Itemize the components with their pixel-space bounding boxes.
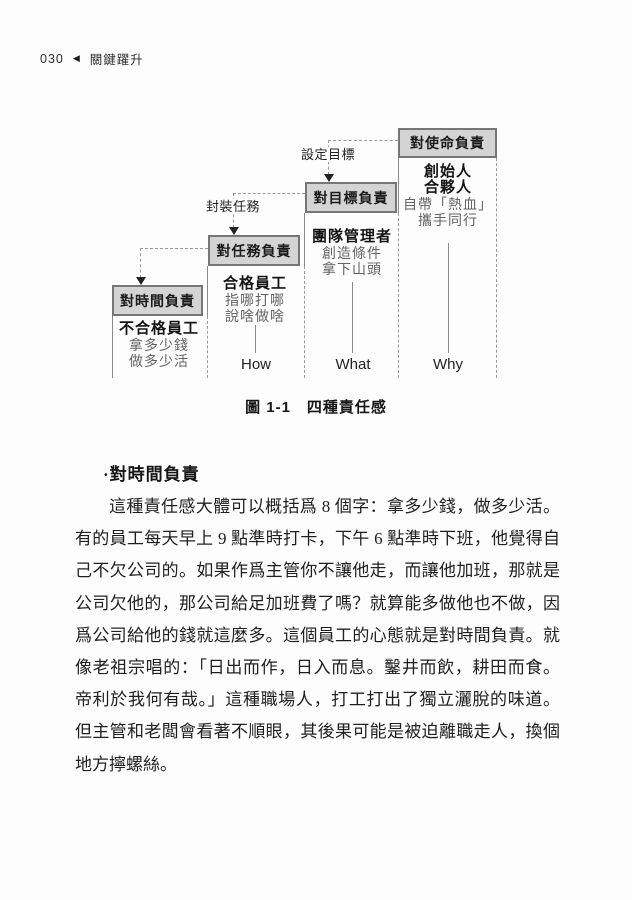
page-number: 030 — [40, 51, 64, 66]
role-block-time: 不合格員工 拿多少錢 做多少活 — [113, 320, 205, 370]
book-title: 關鍵躍升 — [89, 53, 144, 67]
riser-column4 — [398, 158, 399, 213]
role-line: 自帶「熱血」 — [403, 196, 493, 212]
paragraph: 這種責任感大體可以概括爲 8 個字：拿多少錢，做多少活。 有的員工每天早上 9 … — [75, 491, 560, 781]
axis-label-how: How — [240, 356, 271, 373]
paragraph-line: 帝利於我何有哉。」這種職場人，打工打出了獨立灑脫的味道。 — [75, 690, 560, 710]
axis-line-what — [352, 282, 353, 353]
paragraph-line: 地方擰螺絲。 — [75, 754, 177, 774]
figure-caption-label: 圖 1-1 — [245, 399, 291, 416]
step-box-task: 對任務負責 — [208, 235, 300, 266]
step-box-time: 對時間負責 — [112, 285, 203, 316]
left-triangle-icon: ◀ — [72, 53, 81, 63]
arrow-down-icon — [324, 174, 334, 182]
connector-task-to-time-h — [140, 248, 208, 249]
step-box-goal: 對目標負責 — [305, 182, 397, 213]
axis-label-why: Why — [433, 356, 463, 373]
axis-line-how — [255, 325, 256, 353]
riser-column1 — [112, 316, 113, 378]
role-line: 創造條件 — [322, 245, 382, 261]
figure-caption-title: 四種責任感 — [306, 399, 387, 416]
role-line: 拿下山頭 — [322, 261, 382, 277]
role-line: 攜手同行 — [418, 212, 478, 228]
connector-task-to-time-v — [140, 248, 141, 278]
column-divider-right — [496, 158, 497, 378]
riser-column2 — [207, 266, 208, 316]
arrow-down-icon — [136, 277, 146, 285]
figure-four-responsibilities: 對時間負責 對任務負責 對目標負責 對使命負責 封裝任務 設定目標 不合格員工 … — [70, 120, 540, 388]
connector-mission-to-goal-h — [328, 140, 398, 141]
connector-label-set-goal: 設定目標 — [299, 147, 357, 162]
paragraph-line: 有的員工每天早上 9 點準時打卡，下午 6 點準時下班，他覺得自 — [75, 529, 560, 549]
role-block-task: 合格員工 指哪打哪 說啥做啥 — [209, 275, 301, 325]
role-title: 合夥人 — [423, 179, 472, 196]
paragraph-line: 公司欠他的，那公司給足加班費了嗎？就算能多做他也不做，因 — [75, 593, 560, 613]
paragraph-line: 己不欠公司的。如果作爲主管你不讓他走，而讓他加班，那就是 — [75, 561, 560, 581]
axis-line-why — [448, 243, 449, 353]
role-block-mission: 創始人 合夥人 自帶「熱血」 攜手同行 — [400, 163, 496, 229]
paragraph-line: 像老祖宗唱的：「日出而作，日入而息。鑿井而飲，耕田而食。 — [75, 658, 560, 678]
role-line: 做多少活 — [129, 353, 189, 369]
role-line: 拿多少錢 — [129, 337, 189, 353]
arrow-down-icon — [229, 227, 239, 235]
role-title: 團隊管理者 — [311, 228, 392, 245]
axis-label-what: What — [335, 356, 371, 373]
paragraph-line: 但主管和老闆會看著不順眼，其後果可能是被迫離職走人，換個 — [75, 722, 560, 742]
paragraph-line: 爲公司給他的錢就這麼多。這個員工的心態就是對時間負責。就 — [75, 625, 560, 645]
section-heading: ·對時間負責 — [103, 465, 200, 484]
connector-goal-to-task-h — [233, 193, 305, 194]
step-box-mission: 對使命負責 — [398, 128, 497, 158]
paragraph-line: 這種責任感大體可以概括爲 8 個字：拿多少錢，做多少活。 — [109, 497, 560, 516]
role-line: 說啥做啥 — [225, 308, 285, 324]
role-block-goal: 團隊管理者 創造條件 拿下山頭 — [306, 228, 398, 278]
page-header: 030 ◀ 關鍵躍升 — [40, 49, 144, 68]
role-title: 創始人 — [423, 163, 472, 180]
connector-label-package-task: 封裝任務 — [204, 199, 262, 214]
role-title: 不合格員工 — [118, 320, 199, 337]
riser-column3 — [304, 213, 305, 266]
role-line: 指哪打哪 — [225, 292, 285, 308]
column-divider-3-4 — [398, 213, 399, 378]
figure-caption: 圖 1-1 四種責任感 — [0, 396, 632, 417]
column-divider-2-3 — [304, 266, 305, 378]
role-title: 合格員工 — [222, 275, 287, 292]
column-divider-1-2 — [207, 316, 208, 378]
